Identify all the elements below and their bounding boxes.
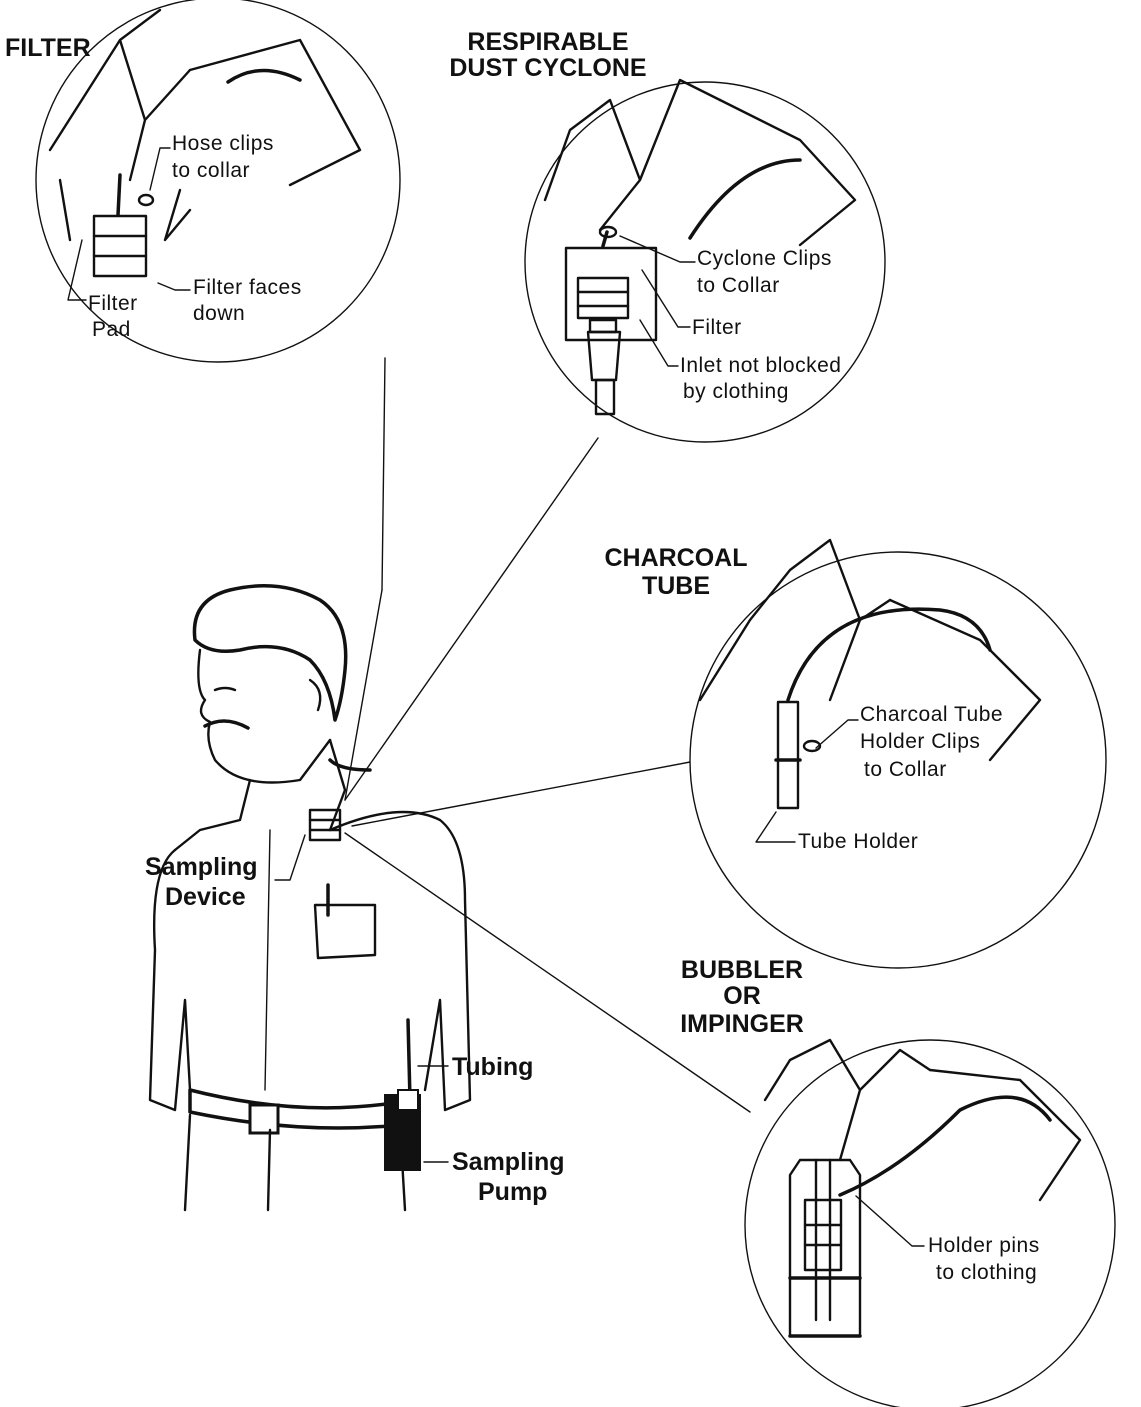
filter-pad-label-1: Filter — [88, 292, 138, 315]
filter-clip-drawing — [139, 195, 153, 205]
sampling-device-label-1: Sampling — [145, 853, 258, 881]
cyclone-collar-edge — [720, 100, 855, 245]
bubbler-tubing-drawing — [840, 1097, 1050, 1195]
charcoal-connector-line — [352, 762, 690, 826]
bubbler-collar-edge — [930, 1070, 1080, 1200]
cyclone-tubing-drawing — [690, 160, 800, 238]
filter-title: FILTER — [5, 34, 91, 62]
filter-shirt-lines — [60, 180, 190, 240]
charcoal-title-1: CHARCOAL — [604, 544, 747, 572]
cyclone-inlet-leader — [640, 320, 678, 366]
cyclone-clips-label-1: Cyclone Clips — [697, 247, 832, 270]
filter-connector-line — [382, 358, 385, 590]
cyclone-callout: Cyclone Clips to Collar Filter Inlet not… — [525, 80, 885, 442]
worker-pants — [185, 1115, 405, 1210]
filter-faces-label-2: down — [193, 302, 245, 325]
worker-mustache — [205, 721, 248, 728]
holder-pins-leader — [856, 1196, 924, 1246]
connector-lines — [345, 358, 750, 1112]
charcoal-clips-label-1: Charcoal Tube — [860, 703, 1003, 726]
tube-holder-label: Tube Holder — [798, 830, 918, 853]
sampling-device-label-2: Device — [165, 883, 246, 911]
cyclone-collar-drawing — [545, 80, 720, 230]
tubing-label: Tubing — [452, 1053, 533, 1081]
charcoal-title-2: TUBE — [642, 572, 710, 600]
hose-clips-leader — [150, 148, 170, 190]
worker-belt — [190, 1090, 400, 1128]
worker-placket — [265, 830, 270, 1090]
sampling-device-leader — [275, 835, 305, 880]
worker-hair — [194, 586, 345, 720]
charcoal-callout: Charcoal Tube Holder Clips to Collar Tub… — [690, 540, 1106, 968]
hose-clips-label-1: Hose clips — [172, 132, 274, 155]
charcoal-clips-label-2: Holder Clips — [860, 730, 980, 753]
cyclone-inlet-label-1: Inlet not blocked — [680, 354, 841, 377]
filter-pad-leader — [68, 240, 86, 300]
charcoal-clips-label-3: to Collar — [864, 758, 947, 781]
filter-faces-leader — [158, 283, 190, 290]
charcoal-clips-leader — [816, 720, 858, 748]
worker-belt-buckle — [250, 1105, 278, 1133]
sampling-pump-label-1: Sampling — [452, 1148, 565, 1176]
filter-pad-label-2: Pad — [92, 318, 131, 341]
bubbler-title-1: BUBBLER — [681, 956, 803, 984]
hose-clips-label-2: to collar — [172, 159, 250, 182]
bubbler-impinger-drawing — [805, 1200, 841, 1270]
worker-pocket — [315, 905, 375, 958]
cyclone-clips-label-2: to Collar — [697, 274, 780, 297]
cyclone-cassette-drawing — [578, 278, 628, 318]
bubbler-title-3: IMPINGER — [680, 1010, 804, 1038]
cyclone-filter-leader — [642, 270, 690, 327]
charcoal-tubing-drawing — [788, 609, 990, 700]
bubbler-title-2: OR — [723, 982, 761, 1010]
worker-ear — [310, 680, 320, 710]
sampling-pump-label-2: Pump — [478, 1178, 547, 1206]
filter-hose — [118, 175, 120, 215]
tube-holder-leader — [756, 812, 795, 842]
cyclone-title-1: RESPIRABLE — [467, 28, 628, 56]
bubbler-circle — [745, 1040, 1115, 1407]
worker-face — [198, 650, 330, 783]
cyclone-bracket-drawing — [566, 248, 656, 340]
bubbler-collar-drawing — [765, 1040, 930, 1160]
worker-tubing — [408, 1020, 410, 1100]
holder-pins-label-1: Holder pins — [928, 1234, 1040, 1257]
bubbler-callout: Holder pins to clothing — [745, 1040, 1115, 1407]
filter-cassette-drawing — [94, 216, 146, 276]
bubbler-holder-drawing — [790, 1160, 860, 1336]
worker-eye — [215, 688, 235, 690]
cyclone-title-2: DUST CYCLONE — [449, 54, 646, 82]
charcoal-tube-holder-drawing — [778, 702, 798, 808]
worker-collar — [175, 740, 345, 850]
holder-pins-label-2: to clothing — [936, 1261, 1037, 1284]
filter-faces-label-1: Filter faces — [193, 276, 302, 299]
cyclone-inlet-label-2: by clothing — [683, 380, 789, 403]
cyclone-filter-label: Filter — [692, 316, 742, 339]
filter-tubing-drawing — [228, 70, 300, 82]
